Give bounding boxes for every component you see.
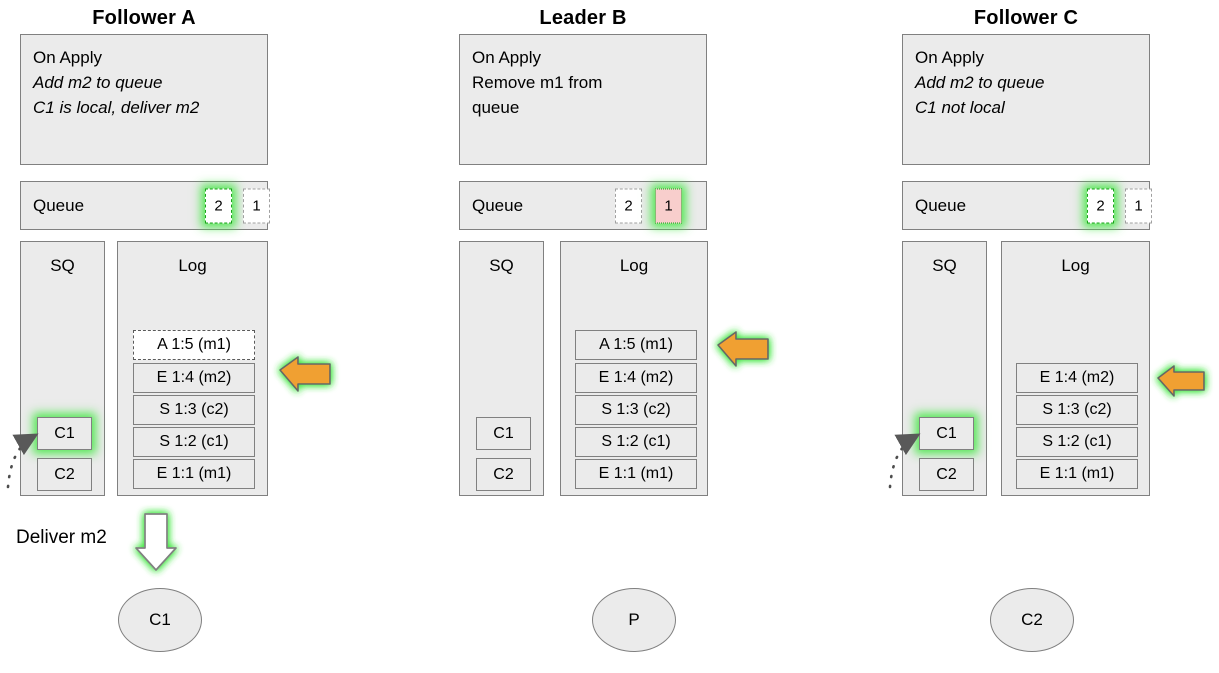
log-pointer-arrow-follower-a (279, 356, 331, 392)
log-panel-follower-a: Log A 1:5 (m1) E 1:4 (m2) S 1:3 (c2) S 1… (117, 241, 268, 496)
log-entry[interactable]: E 1:1 (m1) (1016, 459, 1138, 489)
on-apply-line-1: Add m2 to queue (915, 73, 1045, 92)
queue-panel-follower-a: Queue 2 1 (20, 181, 270, 230)
queue-slot-2[interactable]: 2 (1087, 188, 1114, 223)
log-entry[interactable]: A 1:5 (m1) (575, 330, 697, 360)
on-apply-header: On Apply (33, 48, 102, 67)
log-entry[interactable]: S 1:3 (c2) (1016, 395, 1138, 425)
queue-slot-2[interactable]: 2 (615, 188, 642, 223)
on-apply-line-2: C1 is local, deliver m2 (33, 98, 200, 117)
on-apply-line-1: Add m2 to queue (33, 73, 163, 92)
node-c2[interactable]: C2 (990, 588, 1074, 652)
queue-label: Queue (915, 195, 967, 215)
node-c1[interactable]: C1 (118, 588, 202, 652)
on-apply-line-1: Remove m1 from (472, 73, 603, 92)
on-apply-panel-follower-c: On Apply Add m2 to queue C1 not local (902, 34, 1150, 165)
sq-item-c1[interactable]: C1 (919, 417, 974, 450)
on-apply-line-2: C1 not local (915, 98, 1005, 117)
on-apply-header: On Apply (915, 48, 984, 67)
sq-header: SQ (50, 256, 75, 275)
sq-panel-leader-b: SQ C1 C2 (459, 241, 544, 496)
on-apply-header: On Apply (472, 48, 541, 67)
sq-panel-follower-a: SQ C1 C2 (20, 241, 105, 496)
queue-label: Queue (33, 195, 85, 215)
sq-item-c1[interactable]: C1 (37, 417, 92, 450)
queue-slot-1[interactable]: 1 (243, 188, 270, 223)
log-entry[interactable]: E 1:1 (m1) (575, 459, 697, 489)
sq-item-c2[interactable]: C2 (476, 458, 531, 491)
sq-header: SQ (489, 256, 514, 275)
log-entry[interactable]: E 1:4 (m2) (133, 363, 255, 393)
log-pointer-arrow-leader-b (717, 331, 769, 367)
on-apply-panel-leader-b: On Apply Remove m1 from queue (459, 34, 707, 165)
sq-item-c2[interactable]: C2 (919, 458, 974, 491)
log-panel-leader-b: Log A 1:5 (m1) E 1:4 (m2) S 1:3 (c2) S 1… (560, 241, 708, 496)
deliver-label-follower-a: Deliver m2 (16, 527, 107, 548)
on-apply-line-2: queue (472, 98, 520, 117)
queue-slot-1[interactable]: 1 (655, 188, 682, 223)
column-title-leader-b: Leader B (539, 7, 627, 29)
column-title-follower-c: Follower C (973, 7, 1079, 29)
log-entry[interactable]: S 1:3 (c2) (133, 395, 255, 425)
column-title-follower-a: Follower A (92, 7, 196, 29)
log-header: Log (619, 256, 649, 275)
queue-slot-1[interactable]: 1 (1125, 188, 1152, 223)
queue-label: Queue (472, 195, 524, 215)
queue-panel-leader-b: Queue 2 1 (459, 181, 707, 230)
sq-header: SQ (932, 256, 957, 275)
log-entry[interactable]: E 1:1 (m1) (133, 459, 255, 489)
log-header: Log (1061, 256, 1090, 275)
log-entry[interactable]: S 1:2 (c1) (133, 427, 255, 457)
deliver-down-arrow-follower-a (135, 513, 177, 571)
queue-panel-follower-c: Queue 2 1 (902, 181, 1152, 230)
log-header: Log (178, 256, 207, 275)
sq-panel-follower-c: SQ C1 C2 (902, 241, 987, 496)
sq-item-c1[interactable]: C1 (476, 417, 531, 450)
on-apply-panel-follower-a: On Apply Add m2 to queue C1 is local, de… (20, 34, 268, 165)
node-p[interactable]: P (592, 588, 676, 652)
log-entry[interactable]: S 1:2 (c1) (575, 427, 697, 457)
queue-slot-2[interactable]: 2 (205, 188, 232, 223)
log-panel-follower-c: Log E 1:4 (m2) S 1:3 (c2) S 1:2 (c1) E 1… (1001, 241, 1150, 496)
log-entry[interactable]: S 1:2 (c1) (1016, 427, 1138, 457)
log-entry[interactable]: E 1:4 (m2) (575, 363, 697, 393)
log-entry[interactable]: E 1:4 (m2) (1016, 363, 1138, 393)
log-entry[interactable]: S 1:3 (c2) (575, 395, 697, 425)
log-pointer-arrow-follower-c (1157, 365, 1205, 397)
log-entry[interactable]: A 1:5 (m1) (133, 330, 255, 360)
sq-item-c2[interactable]: C2 (37, 458, 92, 491)
